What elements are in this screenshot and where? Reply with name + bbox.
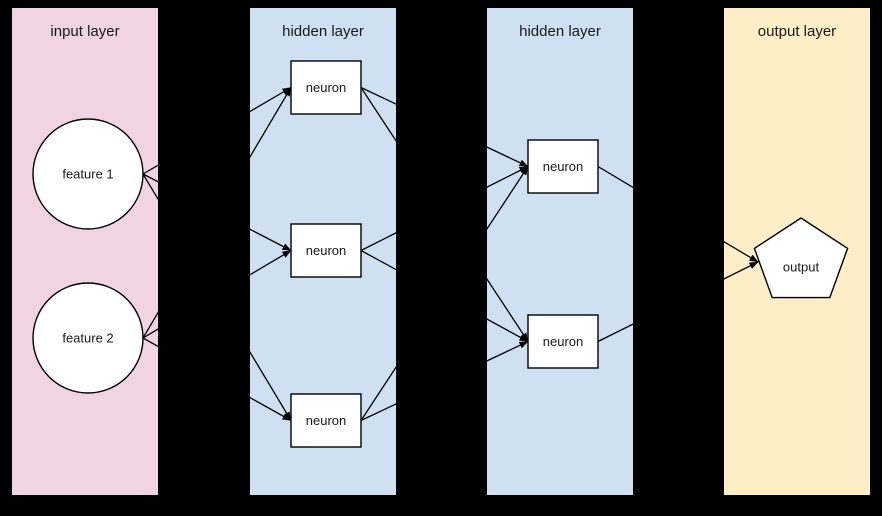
edge-h1-neuron-2-to-h2-neuron-1-tail	[360, 232, 396, 252]
edge-h1-neuron-2-to-h2-neuron-2	[487, 318, 529, 343]
edge-h1-neuron-3-to-h2-neuron-1	[487, 166, 529, 231]
layer-panel-hidden-layer-2	[487, 8, 633, 495]
node-label-output-node: output	[783, 259, 820, 274]
layer-title-output-layer: output layer	[758, 23, 836, 40]
layer-title-input-layer: input layer	[50, 23, 119, 40]
node-label-h1-neuron-1: neuron	[306, 80, 346, 95]
node-shape-feature-2[interactable]	[32, 282, 144, 394]
node-shape-h1-neuron-3[interactable]	[290, 393, 362, 448]
connection-edges	[142, 86, 759, 422]
layer-nodes: feature 1 feature 2 neuron neuron neuron neur…	[32, 60, 849, 448]
node-label-feature-1: feature 1	[62, 166, 113, 181]
node-label-h1-neuron-2: neuron	[306, 243, 346, 258]
layer-panel-input-layer	[12, 8, 158, 495]
node-shape-h1-neuron-1[interactable]	[290, 60, 362, 115]
edge-feature-2-to-h1-neuron-1	[250, 87, 292, 159]
node-label-h1-neuron-3: neuron	[306, 413, 346, 428]
node-shape-h2-neuron-2[interactable]	[527, 314, 599, 369]
edge-feature-2-to-h1-neuron-2	[250, 249, 292, 276]
edge-feature-1-to-h1-neuron-1	[250, 86, 292, 113]
node-label-h2-neuron-1: neuron	[543, 159, 583, 174]
node-label-feature-2: feature 2	[62, 330, 113, 345]
edge-h2-neuron-1-to-output-node-tail	[597, 165, 633, 189]
layer-titles: input layer hidden layer hidden layer outpu…	[50, 23, 836, 40]
layer-title-hidden-layer-1: hidden layer	[282, 23, 364, 40]
node-shape-feature-1[interactable]	[32, 118, 144, 230]
edge-feature-2-to-h1-neuron-3	[250, 396, 292, 422]
edge-h1-neuron-1-to-h2-neuron-2-tail	[360, 87, 396, 142]
edge-feature-1-to-h1-neuron-2	[250, 228, 292, 252]
edge-h1-neuron-2-to-h2-neuron-1	[487, 165, 529, 188]
edge-h1-neuron-1-to-h2-neuron-1-tail	[360, 86, 396, 105]
edge-feature-1-to-h1-neuron-3	[250, 350, 292, 421]
edge-h1-neuron-1-to-h2-neuron-2	[487, 277, 529, 342]
layer-title-hidden-layer-2: hidden layer	[519, 23, 601, 40]
edge-h1-neuron-3-to-h2-neuron-2-tail	[360, 403, 396, 422]
node-label-h2-neuron-2: neuron	[543, 334, 583, 349]
edge-h1-neuron-2-to-h2-neuron-2-tail	[360, 249, 396, 271]
node-shape-h2-neuron-1[interactable]	[527, 139, 599, 194]
edge-h1-neuron-1-to-h2-neuron-1	[487, 146, 529, 168]
edge-h1-neuron-3-to-h2-neuron-1-tail	[360, 366, 396, 421]
edge-h2-neuron-2-to-output-node-tail	[597, 323, 633, 343]
edge-h2-neuron-2-to-output-node	[724, 261, 759, 280]
node-shape-h1-neuron-2[interactable]	[290, 223, 362, 278]
edge-h2-neuron-1-to-output-node	[724, 240, 759, 263]
node-shape-output-node[interactable]	[753, 217, 849, 299]
edge-h1-neuron-3-to-h2-neuron-2	[487, 340, 529, 362]
